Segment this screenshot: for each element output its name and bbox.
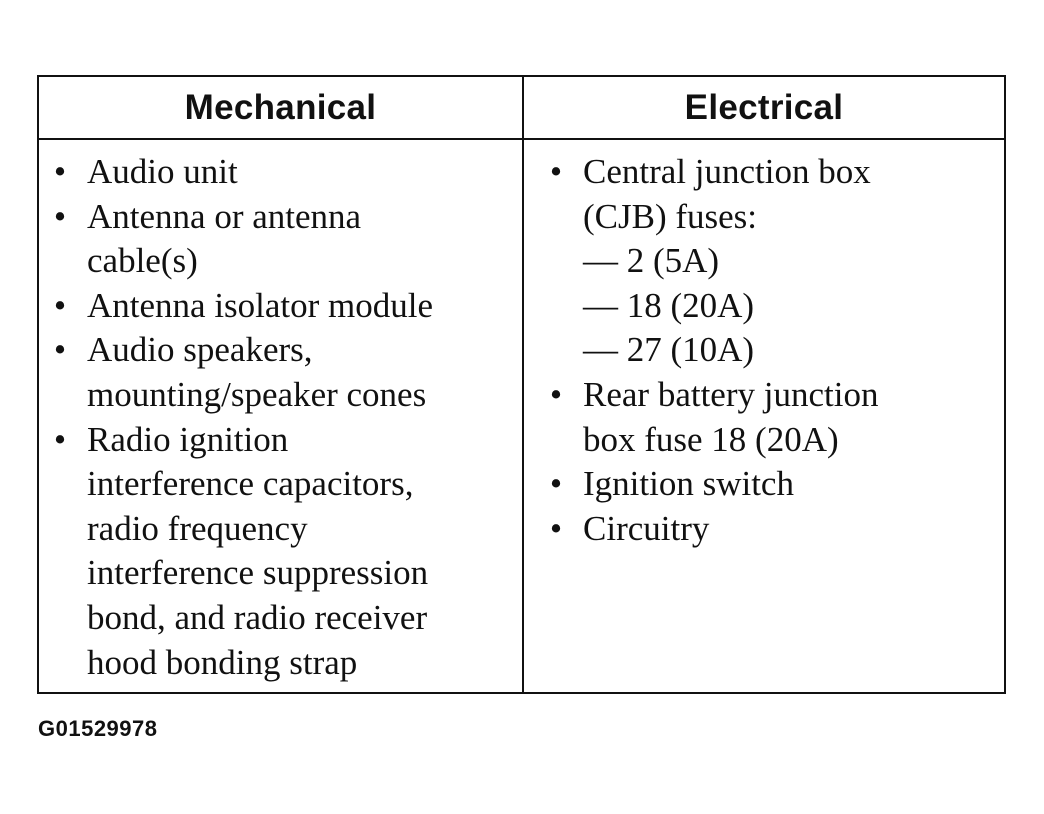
item-line: cable(s) [87,241,198,281]
fuse-line: — 2 (5A) [583,241,720,281]
item-line: interference capacitors, [87,464,414,504]
item-line: Circuitry [583,508,710,548]
item-line: mounting/speaker cones [87,374,427,414]
item-line: interference suppression [87,553,429,593]
item-line: bond, and radio receiver [87,597,428,637]
item-line: Antenna isolator module [87,285,434,325]
bullet-icon: • [549,374,563,414]
bullet-icon: • [549,464,563,504]
item-line: Central junction box [583,152,871,191]
list-item: • Circuitry [543,507,998,552]
item-line: Audio unit [87,152,238,191]
bullet-icon: • [53,196,67,236]
list-item: • Audio speakers, mounting/speaker cones [47,328,517,417]
list-item: • Radio ignition interference capacitors… [47,418,517,686]
bullet-icon: • [549,508,563,548]
header-electrical: Electrical [684,87,844,127]
header-mechanical: Mechanical [184,87,377,127]
item-line: hood bonding strap [87,642,358,682]
fuse-line: — 18 (20A) [583,285,755,325]
bullet-icon: • [53,152,67,191]
item-line: Radio ignition [87,419,289,459]
list-item: • Rear battery junction box fuse 18 (20A… [543,373,998,462]
mechanical-list: • Audio unit • Antenna or antenna cable(… [47,150,517,685]
figure-id: G01529978 [38,716,158,741]
symptom-table: Mechanical Electrical • Audio unit • Ant… [37,75,1006,694]
bullet-icon: • [549,152,563,191]
fuse-line: — 27 (10A) [583,330,755,370]
header-divider [39,138,1004,140]
list-item: • Antenna or antenna cable(s) [47,195,517,284]
item-line: Ignition switch [583,464,794,504]
bullet-icon: • [53,285,67,325]
item-line: box fuse 18 (20A) [583,419,839,459]
bullet-icon: • [53,330,67,370]
list-item: • Audio unit [47,150,517,195]
electrical-list: • Central junction box (CJB) fuses: — 2 … [543,150,998,551]
list-item: • Ignition switch [543,462,998,507]
item-line: radio frequency [87,508,308,548]
list-item: • Central junction box (CJB) fuses: — 2 … [543,150,998,373]
item-line: Rear battery junction [583,374,879,414]
item-line: Antenna or antenna [87,196,362,236]
item-line: (CJB) fuses: [583,196,758,236]
column-divider [522,77,524,692]
bullet-icon: • [53,419,67,459]
item-line: Audio speakers, [87,330,313,370]
list-item: • Antenna isolator module [47,284,517,329]
